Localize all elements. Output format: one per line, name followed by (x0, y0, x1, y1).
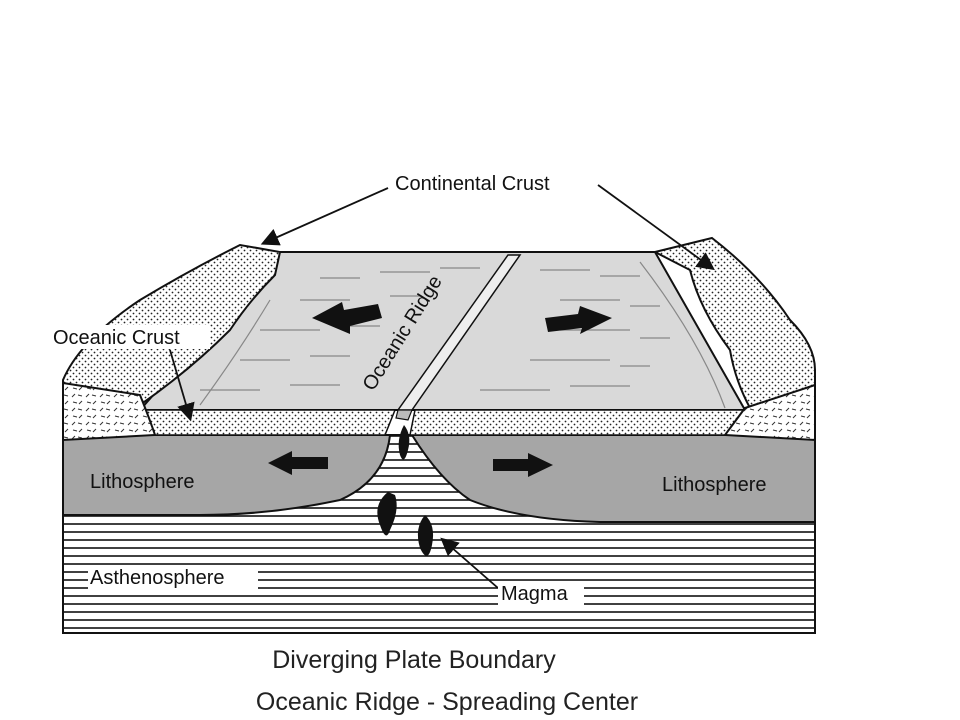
magma-blob (377, 492, 397, 536)
magma-blob (398, 425, 410, 460)
oceanic-crust-leader (169, 349, 195, 422)
continental-crust-leader-right (597, 184, 715, 271)
caption-subtitle: Oceanic Ridge - Spreading Center (255, 688, 639, 716)
ocean-floor-texture (199, 261, 726, 409)
arrow-left-icon (312, 302, 382, 334)
label-asthenosphere: Asthenosphere (90, 567, 225, 589)
magma-leader (440, 537, 499, 589)
label-continental-crust: Continental Crust (395, 173, 550, 195)
caption-title: Diverging Plate Boundary (272, 646, 556, 674)
lithosphere-right-layer (410, 434, 816, 523)
continental-crust-left-front (62, 381, 157, 442)
label-lithosphere-left: Lithosphere (90, 471, 195, 493)
oceanic-crust-right-strip (409, 409, 747, 436)
label-magma: Magma (501, 583, 569, 605)
continental-crust-right (652, 236, 816, 410)
label-oceanic-crust: Oceanic Crust (53, 327, 180, 349)
arrow-left-icon (268, 451, 328, 475)
arrow-right-icon (493, 453, 553, 477)
magma-blobs (377, 425, 434, 556)
continental-crust-leader-left (260, 187, 389, 246)
oceanic-crust-left-strip (138, 409, 397, 436)
label-lithosphere-right: Lithosphere (662, 474, 767, 496)
arrow-right-icon (545, 306, 612, 334)
magma-blob (417, 515, 434, 556)
continental-crust-right-front (723, 383, 816, 442)
lithosphere-left-layer (62, 434, 392, 516)
